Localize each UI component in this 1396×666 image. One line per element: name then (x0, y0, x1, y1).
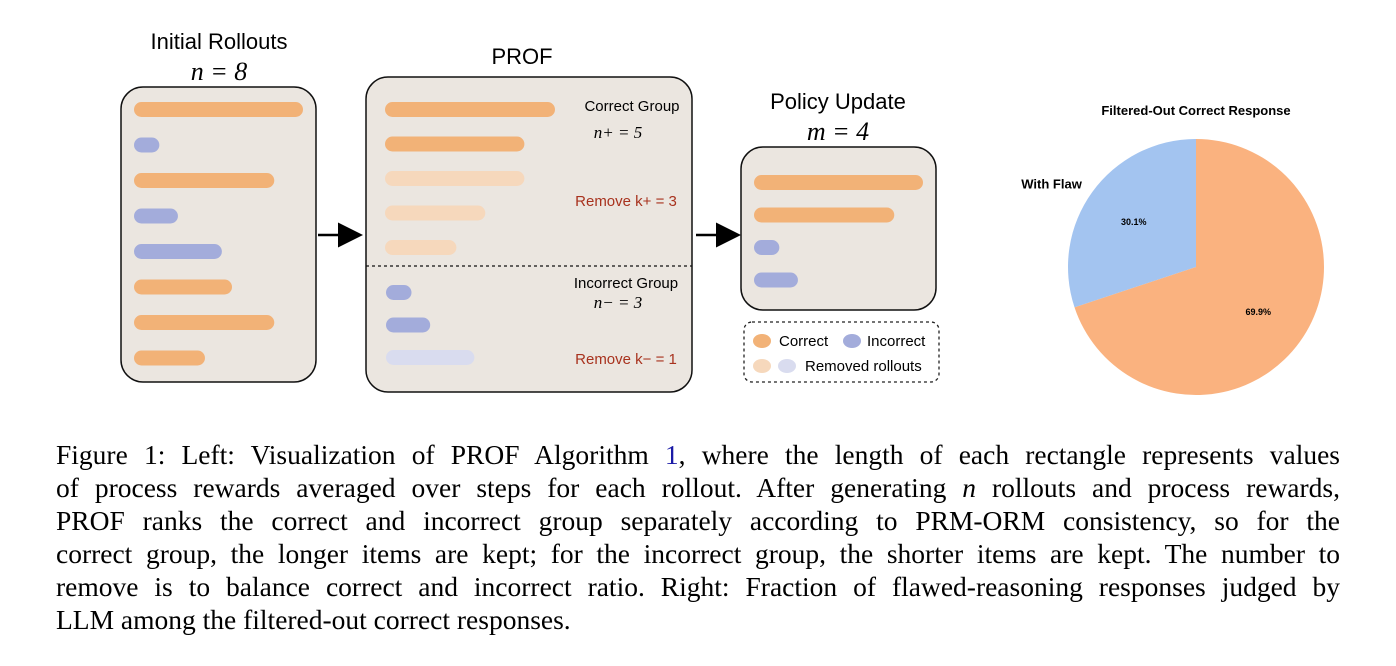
prof-correct-rollout-bar-1 (385, 102, 555, 117)
pie-value-label-2: 69.9% (1246, 307, 1272, 317)
initial-rollouts-count: n = 8 (191, 57, 248, 86)
legend-swatch-removed-correct (753, 359, 771, 373)
incorrect-group-bars (386, 285, 475, 365)
correct-group-label: Correct Group (584, 98, 679, 115)
correct-group-count: n+ = 5 (594, 123, 642, 142)
prof-panel: PROF Correct Group n+ = 5 Remove k+ = 3 … (365, 44, 693, 393)
policy-update-bars (754, 175, 923, 288)
caption-line-2: of process rewards averaged over steps f… (56, 472, 1340, 503)
algorithm-reference-link[interactable]: 1 (664, 439, 679, 470)
prof-title: PROF (491, 44, 552, 69)
initial-rollout-bar-8 (134, 350, 205, 366)
prof-incorrect-rollout-bar-1 (386, 285, 412, 300)
incorrect-group-count: n− = 3 (594, 293, 642, 312)
figure-area: Initial Rollouts n = 8 PROF Correct Grou… (120, 29, 1324, 396)
prof-incorrect-rollout-bar-3 (386, 350, 475, 365)
pie-value-label-1: 30.1% (1121, 217, 1147, 227)
incorrect-group-label: Incorrect Group (574, 275, 678, 292)
pie-slices: 30.1% With Flaw 69.9% (1021, 139, 1324, 396)
legend-label-removed: Removed rollouts (805, 358, 922, 375)
prof-box (365, 76, 693, 393)
caption-line-4: correct group, the longer items are kept… (56, 538, 1340, 569)
policy-rollout-bar-3 (754, 240, 780, 255)
caption-line-5: remove is to balance correct and incorre… (56, 571, 1340, 602)
legend-swatch-incorrect (843, 334, 861, 348)
prof-incorrect-rollout-bar-2 (386, 317, 431, 333)
policy-update-count: m = 4 (807, 117, 869, 146)
policy-update-panel: Policy Update m = 4 (740, 89, 937, 311)
prof-correct-rollout-bar-4 (385, 205, 486, 221)
initial-rollout-bar-5 (134, 244, 222, 259)
policy-rollout-bar-1 (754, 175, 923, 190)
legend: Correct Incorrect Removed rollouts (743, 321, 940, 383)
initial-rollouts-panel: Initial Rollouts n = 8 (120, 29, 317, 383)
prof-correct-rollout-bar-5 (385, 240, 457, 255)
correct-group-remove: Remove k+ = 3 (575, 193, 677, 210)
initial-rollout-bar-1 (134, 102, 303, 117)
prof-correct-rollout-bar-3 (385, 171, 525, 186)
initial-rollout-bar-6 (134, 279, 233, 295)
pie-chart: Filtered-Out Correct Response 30.1% With … (1021, 103, 1324, 396)
legend-swatch-removed-incorrect (778, 359, 796, 373)
correct-group-bars (385, 102, 555, 255)
initial-rollout-bar-7 (134, 315, 275, 330)
caption-line-3: PROF ranks the correct and incorrect gro… (56, 505, 1340, 536)
legend-label-correct: Correct (779, 333, 829, 350)
policy-update-title: Policy Update (770, 89, 906, 114)
pie-slice-1 (1068, 139, 1196, 308)
figure-caption: Figure 1: Left: Visualization of PROF Al… (56, 438, 1340, 636)
pie-title: Filtered-Out Correct Response (1101, 103, 1290, 118)
incorrect-group-remove: Remove k− = 1 (575, 351, 677, 368)
initial-rollouts-title: Initial Rollouts (151, 29, 288, 54)
legend-label-incorrect: Incorrect (867, 333, 926, 350)
initial-rollout-bar-4 (134, 208, 178, 224)
prof-correct-rollout-bar-2 (385, 136, 525, 152)
policy-rollout-bar-4 (754, 272, 798, 288)
caption-line-1: Figure 1: Left: Visualization of PROF Al… (56, 439, 1341, 470)
pie-slice-2 (1074, 139, 1324, 396)
caption-line-6: LLM among the filtered-out correct respo… (56, 604, 571, 635)
initial-rollout-bars (134, 102, 303, 366)
initial-rollout-bar-3 (134, 173, 275, 188)
pie-slice-label-1: With Flaw (1021, 177, 1082, 192)
initial-rollouts-box (120, 86, 317, 383)
legend-swatch-correct (753, 334, 771, 348)
initial-rollout-bar-2 (134, 137, 160, 153)
policy-rollout-bar-2 (754, 207, 895, 223)
